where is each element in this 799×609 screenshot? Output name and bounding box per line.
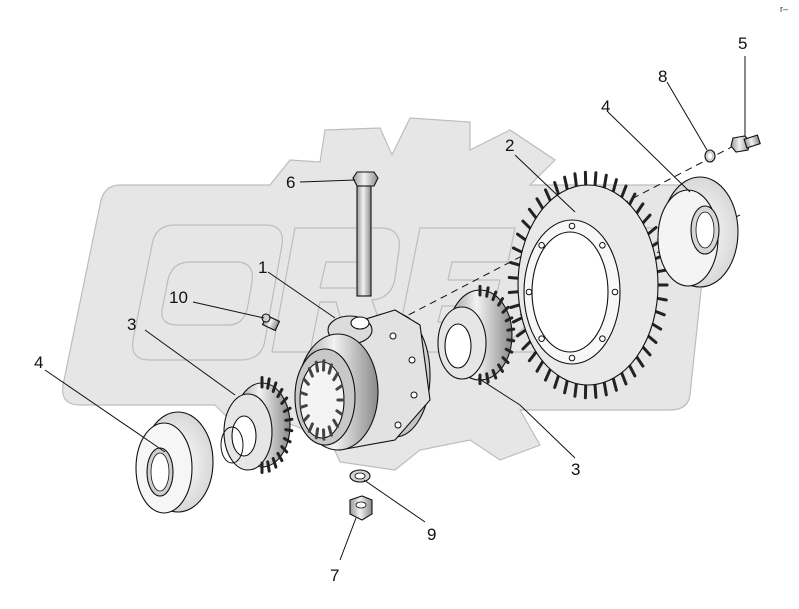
ring-gear [507,170,669,400]
thrust-washer-right [657,176,739,288]
leader-2 [514,154,576,213]
leader-3b [477,377,576,459]
callout-labels: 1 2 3 3 4 4 5 6 7 8 9 10 [34,34,747,585]
side-gear-right [437,284,516,386]
callout-6: 6 [286,173,295,192]
leader-10 [192,301,265,319]
corner-mark: r– [780,4,788,14]
short-bolt [730,134,761,153]
leader-9 [363,479,426,523]
callout-5: 5 [738,34,747,53]
leader-lines [44,56,746,561]
watermark-letter-o [132,224,283,361]
leader-7 [339,517,357,561]
callout-1: 1 [258,258,267,277]
callout-3-right: 3 [571,460,580,479]
callout-9: 9 [427,525,436,544]
leader-4a [44,369,166,453]
callout-10: 10 [169,288,188,307]
callout-2: 2 [505,136,514,155]
callout-4-right: 4 [601,97,610,116]
long-bolt [352,171,379,297]
leader-6 [299,179,356,183]
leader-1 [267,271,336,319]
small-washer [704,149,716,163]
lock-washer [349,469,371,483]
leader-8 [666,81,708,151]
callout-7: 7 [330,566,339,585]
side-gear-left [220,376,294,474]
callout-4-left: 4 [34,353,43,372]
callout-3-left: 3 [127,315,136,334]
thrust-washer-left [135,411,214,514]
differential-case [294,309,431,451]
leader-4b [607,111,691,193]
callout-8: 8 [658,67,667,86]
leader-3a [144,329,236,396]
hex-nut [349,495,373,521]
